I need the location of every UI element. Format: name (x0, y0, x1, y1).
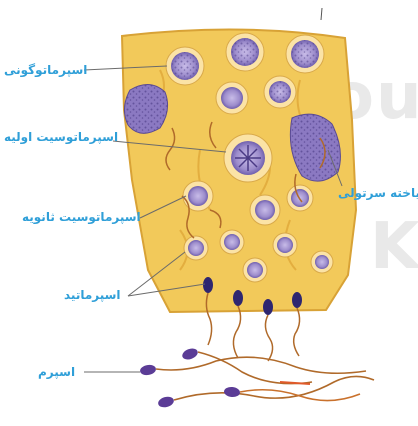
cell-primary-spermatocyte (224, 134, 272, 182)
tick-mark (321, 8, 322, 20)
label-spermatid: اسپرماتید (64, 288, 121, 302)
label-sertoli-cell: یاخته سرتولی (338, 186, 418, 200)
cell-primary-spermatocyte (216, 82, 248, 114)
sperm (224, 386, 360, 400)
sperm (139, 357, 366, 376)
sperm-emerging (233, 290, 243, 358)
cell-spermatogonium (166, 47, 204, 85)
cell-spermatid (311, 251, 333, 273)
label-primary-spermatocyte: اسپرماتوسیت اولیه (4, 130, 118, 144)
cell-spermatid (184, 236, 208, 260)
label-secondary-spermatocyte: اسپرماتوسیت ثانویه (22, 210, 141, 224)
cell-spermatogonium (286, 35, 324, 73)
label-spermatogonia: اسپرماتوگونی (4, 63, 87, 77)
cell-spermatid (273, 233, 297, 257)
sperm-emerging (292, 292, 302, 356)
free-sperm (139, 347, 374, 409)
cell-spermatid (220, 230, 244, 254)
label-sperm: اسپرم (38, 365, 75, 379)
cell-spermatogonium (264, 76, 296, 108)
cell-secondary-spermatocyte (183, 181, 213, 211)
cell-secondary-spermatocyte (250, 195, 280, 225)
cell-spermatogonium (226, 33, 264, 71)
cell-spermatid (243, 258, 267, 282)
sperm-emerging (263, 299, 273, 361)
